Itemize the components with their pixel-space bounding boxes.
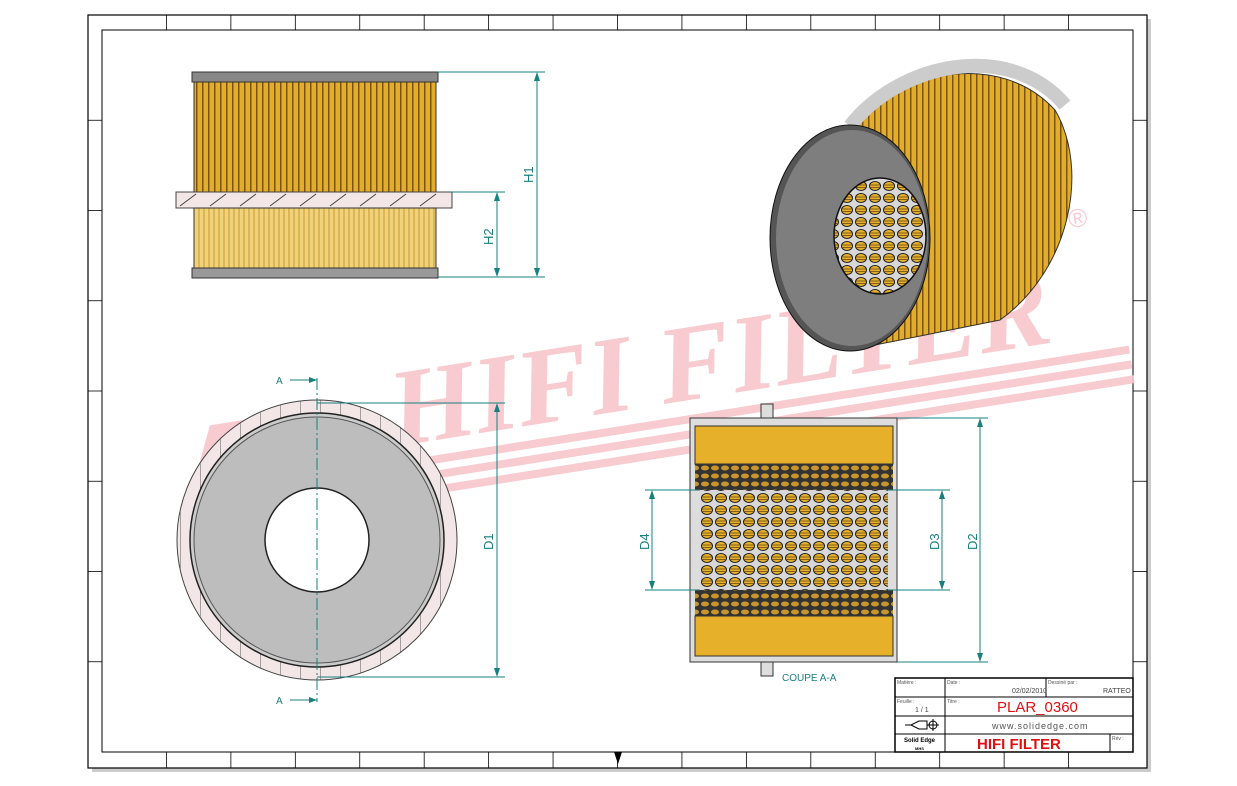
title-label: Titre :: [947, 699, 960, 705]
isometric-view: [769, 58, 1073, 352]
center-mark-icon: [614, 752, 622, 764]
watermark-registered: ®: [1066, 202, 1090, 235]
drawn-by-label: Dessiné par :: [1048, 680, 1077, 686]
sheet-value: 1 / 1: [915, 707, 929, 714]
software-name: Solid Edge: [904, 738, 936, 744]
date-label: Date :: [947, 680, 960, 686]
material-label: Matière :: [897, 680, 916, 686]
dimension-d1: D1: [481, 533, 496, 550]
revision-label: Rév :: [1112, 736, 1124, 742]
title-block: Matière : Date : 02/02/2010 Dessiné par …: [894, 677, 1134, 753]
section-caption: COUPE A-A: [782, 673, 837, 684]
side-view: H1 H2: [175, 71, 545, 279]
dimension-d4: D4: [637, 533, 652, 550]
projection-symbol-icon: [905, 719, 939, 731]
dimension-d3: D3: [927, 533, 942, 550]
company-name: HIFI FILTER: [977, 736, 1061, 753]
front-view: A A D1: [176, 376, 505, 707]
website: www.solidedge.com: [991, 721, 1089, 731]
part-number: PLAR_0360: [997, 699, 1078, 716]
drawn-by-value: RATTEO: [1103, 688, 1131, 695]
dimension-h2: H2: [481, 228, 496, 245]
software-sub: MHS: [915, 746, 924, 751]
dimension-d2: D2: [965, 533, 980, 550]
section-view: D4 D3 D2 COUPE A-A: [637, 403, 988, 684]
sheet-label: Feuille :: [897, 699, 915, 705]
section-mark-bottom: A: [276, 696, 283, 707]
dimension-h1: H1: [521, 166, 536, 183]
date-value: 02/02/2010: [1012, 688, 1047, 695]
section-mark-top: A: [276, 376, 283, 387]
